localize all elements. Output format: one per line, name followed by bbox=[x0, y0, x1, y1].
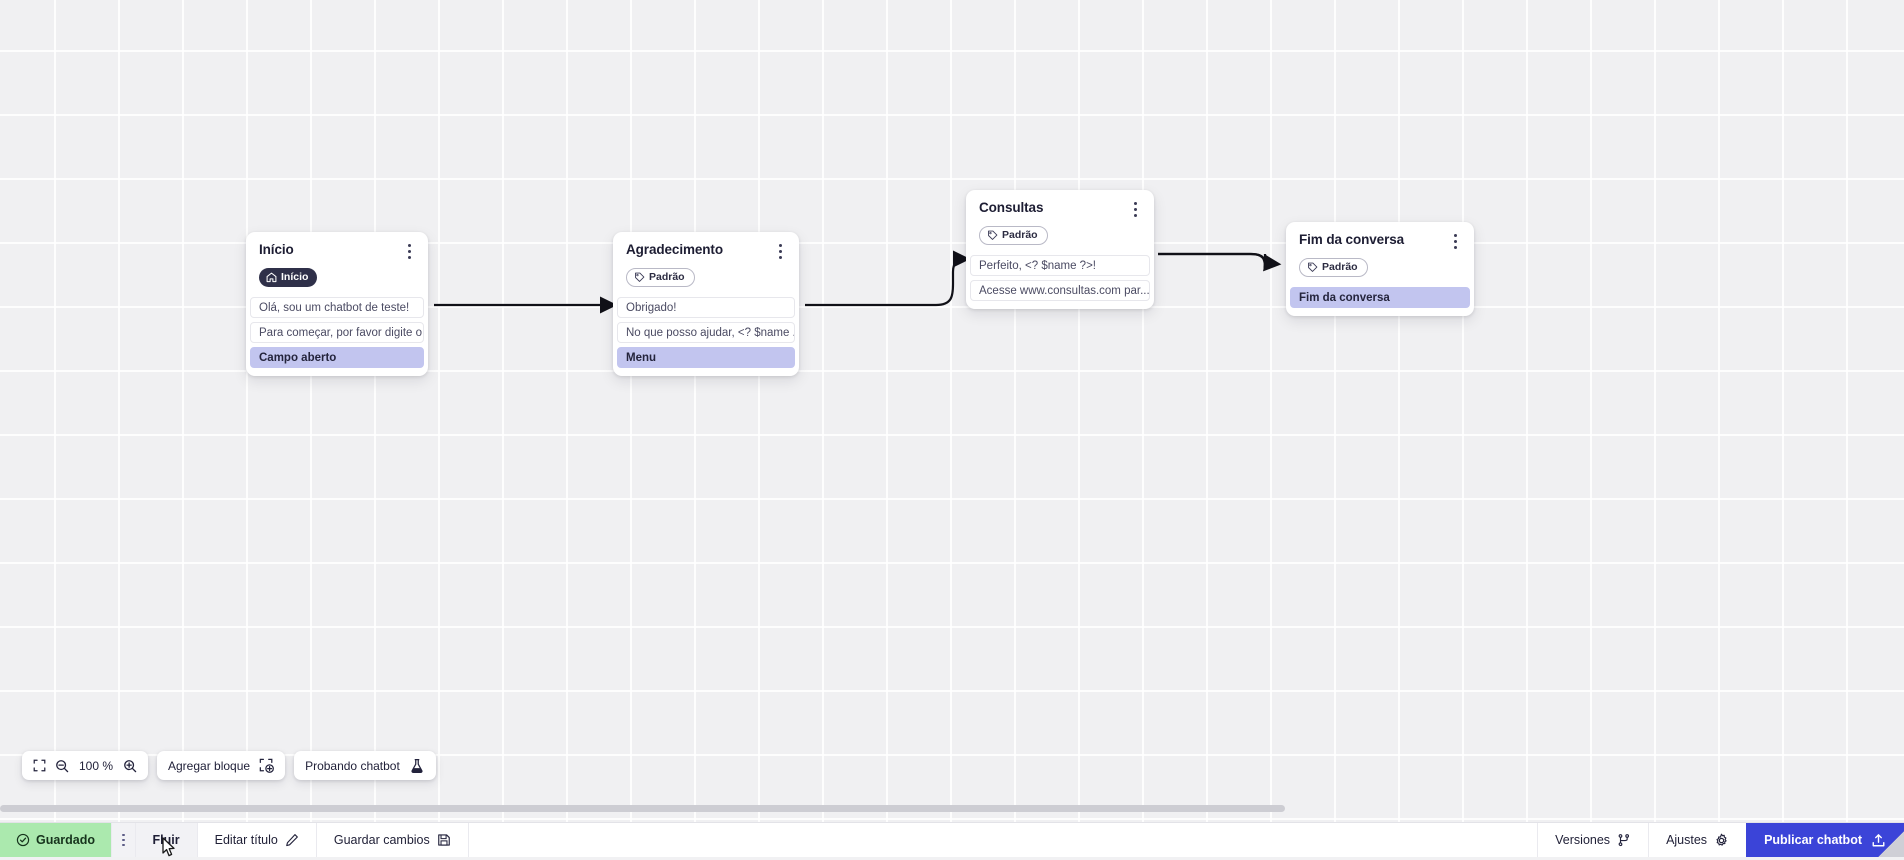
tag-icon bbox=[1307, 262, 1318, 273]
zoom-out-icon[interactable] bbox=[55, 759, 69, 773]
node-menu-icon[interactable] bbox=[1127, 199, 1143, 219]
upload-icon bbox=[1871, 833, 1886, 848]
flow-node-inicio[interactable]: Início Início Olá, sou um chatbot de tes… bbox=[246, 232, 428, 376]
node-header: Consultas bbox=[966, 199, 1154, 219]
check-circle-icon bbox=[16, 833, 30, 847]
statusbar-kebab-menu-icon[interactable] bbox=[111, 823, 135, 857]
horizontal-scrollbar[interactable] bbox=[0, 805, 1904, 812]
saved-status-badge: Guardado bbox=[0, 823, 111, 857]
flask-icon[interactable] bbox=[409, 758, 425, 774]
edit-title-button[interactable]: Editar título bbox=[198, 823, 317, 857]
flow-node-agradecimento[interactable]: Agradecimento Padrão Obrigado! No que po… bbox=[613, 232, 799, 376]
node-title: Fim da conversa bbox=[1299, 231, 1404, 248]
node-row[interactable]: Para começar, por favor digite o ... bbox=[250, 322, 424, 343]
node-title: Agradecimento bbox=[626, 241, 723, 258]
node-badge-row: Padrão bbox=[613, 261, 799, 288]
add-block-button[interactable]: Agregar bloque bbox=[157, 751, 285, 780]
node-rows: Perfeito, <? $name ?>! Acesse www.consul… bbox=[966, 255, 1154, 301]
zoom-level-value[interactable]: 100 % bbox=[78, 759, 114, 773]
node-badge-label: Padrão bbox=[649, 272, 685, 283]
publish-chatbot-button[interactable]: Publicar chatbot bbox=[1746, 823, 1904, 857]
versions-label: Versiones bbox=[1555, 833, 1610, 847]
node-title: Consultas bbox=[979, 199, 1043, 216]
node-badge-label: Padrão bbox=[1322, 262, 1358, 273]
versions-button[interactable]: Versiones bbox=[1537, 823, 1648, 857]
branch-icon bbox=[1617, 833, 1631, 847]
canvas-toolbar: 100 % Agregar bloque Probando chatbo bbox=[22, 751, 436, 780]
node-badge-padrao[interactable]: Padrão bbox=[1299, 258, 1368, 277]
zoom-controls: 100 % bbox=[22, 751, 148, 780]
node-row[interactable]: Perfeito, <? $name ?>! bbox=[970, 255, 1150, 276]
node-header: Início bbox=[246, 241, 428, 261]
connector-consultas-fim-tail bbox=[1158, 254, 1277, 264]
node-rows: Olá, sou um chatbot de teste! Para começ… bbox=[246, 297, 428, 368]
test-chatbot-label: Probando chatbot bbox=[305, 759, 400, 773]
node-row-accent[interactable]: Campo aberto bbox=[250, 347, 424, 368]
settings-label: Ajustes bbox=[1666, 833, 1707, 847]
connector-layer bbox=[0, 0, 1904, 822]
node-title: Início bbox=[259, 241, 294, 258]
statusbar-right-group: Versiones Ajustes Publicar chatbot bbox=[1537, 823, 1904, 857]
node-menu-icon[interactable] bbox=[772, 241, 788, 261]
connector-consultas-fim bbox=[1158, 254, 1273, 268]
fit-screen-icon[interactable] bbox=[33, 759, 46, 772]
edit-title-label: Editar título bbox=[215, 833, 278, 847]
node-row-accent[interactable]: Menu bbox=[617, 347, 795, 368]
tab-fluir[interactable]: Fluir bbox=[135, 823, 198, 857]
statusbar-spacer bbox=[469, 823, 1537, 857]
gear-icon bbox=[1714, 833, 1729, 848]
node-row-accent[interactable]: Fim da conversa bbox=[1290, 287, 1470, 308]
node-badge-label: Início bbox=[281, 272, 308, 283]
node-badge-row: Padrão bbox=[1286, 251, 1474, 278]
node-row[interactable]: Obrigado! bbox=[617, 297, 795, 318]
tab-fluir-label: Fluir bbox=[153, 833, 180, 847]
node-badge-padrao[interactable]: Padrão bbox=[626, 268, 695, 287]
horizontal-scrollbar-thumb[interactable] bbox=[0, 805, 1285, 812]
saved-status-label: Guardado bbox=[36, 833, 95, 847]
home-icon bbox=[266, 272, 277, 283]
node-row[interactable]: Acesse www.consultas.com par... bbox=[970, 280, 1150, 301]
flow-node-fim-da-conversa[interactable]: Fim da conversa Padrão Fim da conversa bbox=[1286, 222, 1474, 316]
tag-icon bbox=[634, 272, 645, 283]
pencil-icon bbox=[285, 833, 299, 847]
node-badge-row: Início bbox=[246, 261, 428, 288]
node-menu-icon[interactable] bbox=[1447, 231, 1463, 251]
node-header: Agradecimento bbox=[613, 241, 799, 261]
node-badge-padrao[interactable]: Padrão bbox=[979, 226, 1048, 245]
status-bar: Guardado Fluir Editar título Guardar cam… bbox=[0, 822, 1904, 857]
node-badge-inicio[interactable]: Início bbox=[259, 268, 317, 287]
node-rows: Obrigado! No que posso ajudar, <? $name … bbox=[613, 297, 799, 368]
flow-node-consultas[interactable]: Consultas Padrão Perfeito, <? $name ?>! … bbox=[966, 190, 1154, 309]
save-changes-label: Guardar cambios bbox=[334, 833, 430, 847]
save-changes-button[interactable]: Guardar cambios bbox=[317, 823, 469, 857]
settings-button[interactable]: Ajustes bbox=[1648, 823, 1746, 857]
flow-canvas[interactable]: Início Início Olá, sou um chatbot de tes… bbox=[0, 0, 1904, 822]
publish-chatbot-label: Publicar chatbot bbox=[1764, 833, 1862, 847]
node-badge-label: Padrão bbox=[1002, 230, 1038, 241]
test-chatbot-button[interactable]: Probando chatbot bbox=[294, 751, 436, 780]
node-row[interactable]: No que posso ajudar, <? $name ... bbox=[617, 322, 795, 343]
add-block-icon[interactable] bbox=[259, 758, 274, 773]
node-header: Fim da conversa bbox=[1286, 231, 1474, 251]
add-block-label: Agregar bloque bbox=[168, 759, 250, 773]
node-row[interactable]: Olá, sou um chatbot de teste! bbox=[250, 297, 424, 318]
node-menu-icon[interactable] bbox=[401, 241, 417, 261]
floppy-disk-icon bbox=[437, 833, 451, 847]
tag-icon bbox=[987, 230, 998, 241]
node-rows: Fim da conversa bbox=[1286, 287, 1474, 308]
connector-agradecimento-consultas bbox=[805, 259, 966, 305]
zoom-in-icon[interactable] bbox=[123, 759, 137, 773]
node-badge-row: Padrão bbox=[966, 219, 1154, 246]
